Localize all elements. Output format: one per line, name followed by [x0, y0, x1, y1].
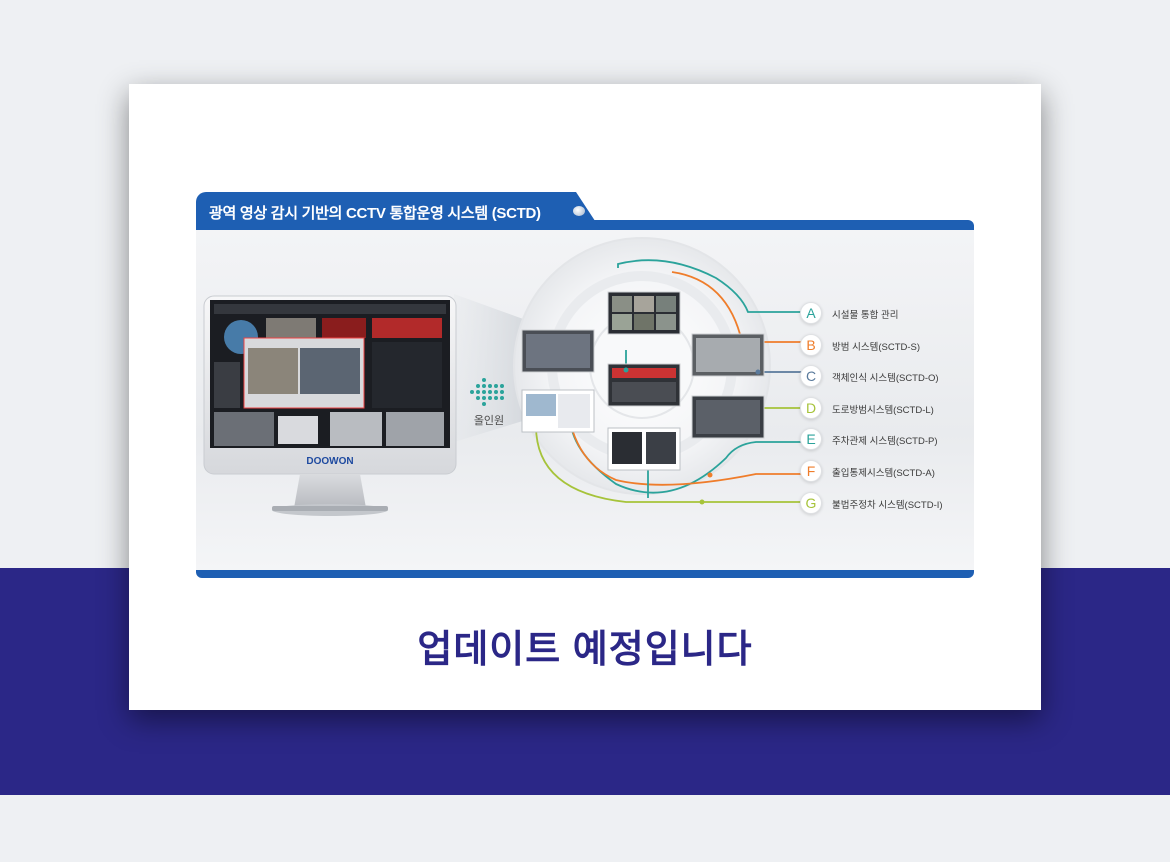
system-legend-item: E 주차관제 시스템(SCTD-P) — [800, 428, 974, 451]
panel-tab-dot — [573, 206, 585, 216]
system-letter-badge: C — [800, 365, 822, 388]
panel-title: 광역 영상 감시 기반의 CCTV 통합운영 시스템 (SCTD) — [209, 205, 541, 222]
system-legend-item: D 도로방범시스템(SCTD-L) — [800, 396, 974, 419]
dotted-arrow — [470, 378, 504, 406]
system-legend-item: F 출입통제시스템(SCTD-A) — [800, 460, 974, 482]
monitor-brand: DOOWON — [306, 456, 353, 467]
system-label: 출입통제시스템(SCTD-A) — [832, 468, 935, 479]
system-letter-badge: D — [800, 396, 822, 419]
sctd-diagram: DOOWON 올인원 — [203, 237, 807, 516]
sctd-panel: 광역 영상 감시 기반의 CCTV 통합운영 시스템 (SCTD) — [196, 192, 974, 578]
update-notice-headline: 업데이트 예정입니다 — [417, 629, 753, 671]
system-letter-badge: F — [800, 460, 822, 482]
panel-title-tab — [196, 192, 601, 230]
system-letter-badge: A — [800, 302, 822, 324]
system-letter-badge: E — [800, 428, 822, 451]
notice-card: 광역 영상 감시 기반의 CCTV 통합운영 시스템 (SCTD) — [129, 84, 1041, 710]
all-in-one-label: 올인원 — [474, 414, 504, 427]
system-label: 도로방범시스템(SCTD-L) — [832, 404, 934, 416]
thumbnail-screens — [521, 291, 765, 471]
system-legend-item: C 객체인식 시스템(SCTD-O) — [800, 365, 974, 388]
system-label: 객체인식 시스템(SCTD-O) — [832, 373, 939, 385]
system-label: 방범 시스템(SCTD-S) — [832, 341, 921, 353]
background-bottom-band — [0, 795, 1170, 862]
system-label: 시설물 통합 관리 — [832, 310, 899, 321]
monitor-base-edge — [272, 506, 388, 511]
projection-beam — [454, 294, 526, 442]
system-legend-item: G 불법주정차 시스템(SCTD-I) — [800, 491, 974, 514]
system-label: 불법주정차 시스템(SCTD-I) — [832, 499, 943, 511]
monitor-illustration — [203, 295, 457, 475]
system-legend-item: B 방범 시스템(SCTD-S) — [800, 333, 974, 356]
system-legend-item: A 시설물 통합 관리 — [800, 302, 974, 324]
panel-bottom-bar — [196, 570, 974, 578]
system-label: 주차관제 시스템(SCTD-P) — [832, 436, 938, 448]
system-letter-badge: G — [800, 491, 822, 514]
monitor-neck — [294, 474, 366, 508]
system-letter-badge: B — [800, 333, 822, 356]
